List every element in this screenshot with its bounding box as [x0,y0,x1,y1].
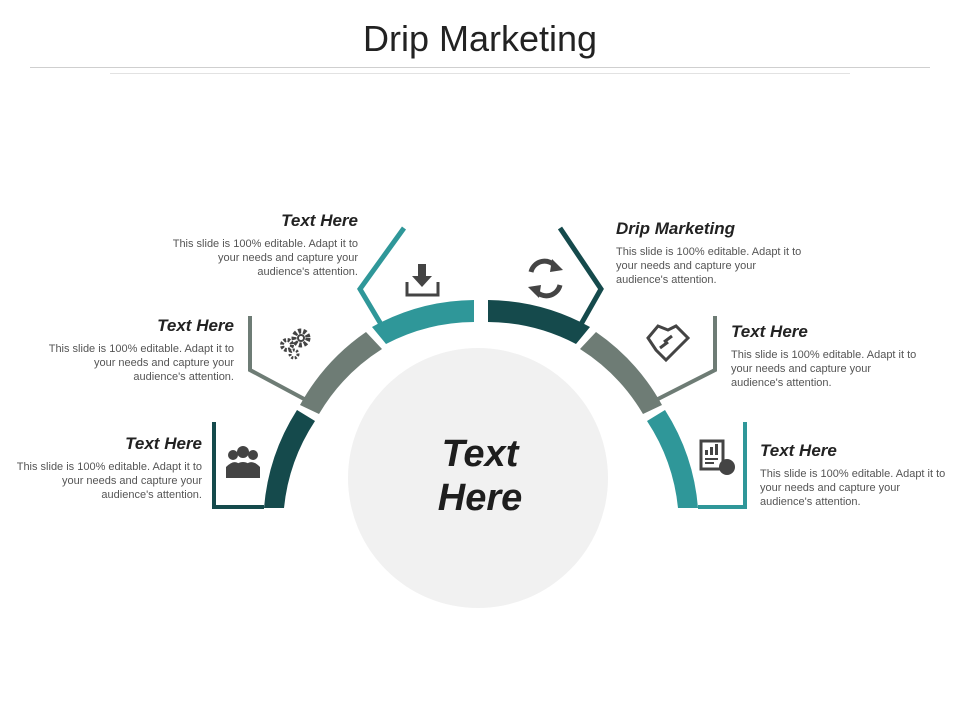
title-divider [30,67,930,68]
text-block-left-top: Text Here This slide is 100% editable. A… [168,211,358,279]
block-heading: Text Here [125,434,202,453]
bracket-left-top [357,226,407,328]
center-label: Text Here [380,432,580,520]
text-block-right-top: Drip Marketing This slide is 100% editab… [616,219,806,287]
block-heading: Drip Marketing [616,219,736,238]
block-heading: Text Here [281,211,358,230]
bracket-right-middle [655,316,717,402]
download-icon [405,264,440,297]
block-body: This slide is 100% editable. Adapt it to… [760,468,946,508]
slide-title: Drip Marketing [362,18,598,59]
text-block-right-bottom: Text Here This slide is 100% editable. A… [760,441,950,509]
report-icon [699,439,735,475]
text-block-left-middle: Text Here This slide is 100% editable. A… [44,316,234,384]
block-heading: Text Here [731,322,808,341]
bracket-right-top [557,226,604,328]
segment-left-bottom [264,410,315,508]
segment-right-middle [580,332,662,414]
block-body: This slide is 100% editable. Adapt it to… [16,461,202,501]
handshake-icon [646,324,691,363]
segment-left-top [372,300,474,344]
team-icon [226,446,260,478]
center-label-line1: Text [441,433,519,475]
block-body: This slide is 100% editable. Adapt it to… [731,349,917,389]
text-block-right-middle: Text Here This slide is 100% editable. A… [731,322,921,390]
text-block-left-bottom: Text Here This slide is 100% editable. A… [12,434,202,502]
block-heading: Text Here [157,316,234,335]
center-circle [348,348,608,608]
refresh-icon [528,258,563,299]
bracket-right-bottom [698,422,747,509]
gears-icon [280,328,311,360]
bracket-left-bottom [212,422,264,509]
center-label-line2: Here [437,477,523,519]
block-body: This slide is 100% editable. Adapt it to… [616,246,802,286]
block-heading: Text Here [760,441,837,460]
segment-left-middle [300,332,382,414]
segment-right-top [488,300,590,344]
segment-right-bottom [647,410,698,508]
title-divider-secondary [110,73,850,74]
block-body: This slide is 100% editable. Adapt it to… [48,343,234,383]
bracket-left-middle [248,316,307,402]
block-body: This slide is 100% editable. Adapt it to… [172,238,358,278]
